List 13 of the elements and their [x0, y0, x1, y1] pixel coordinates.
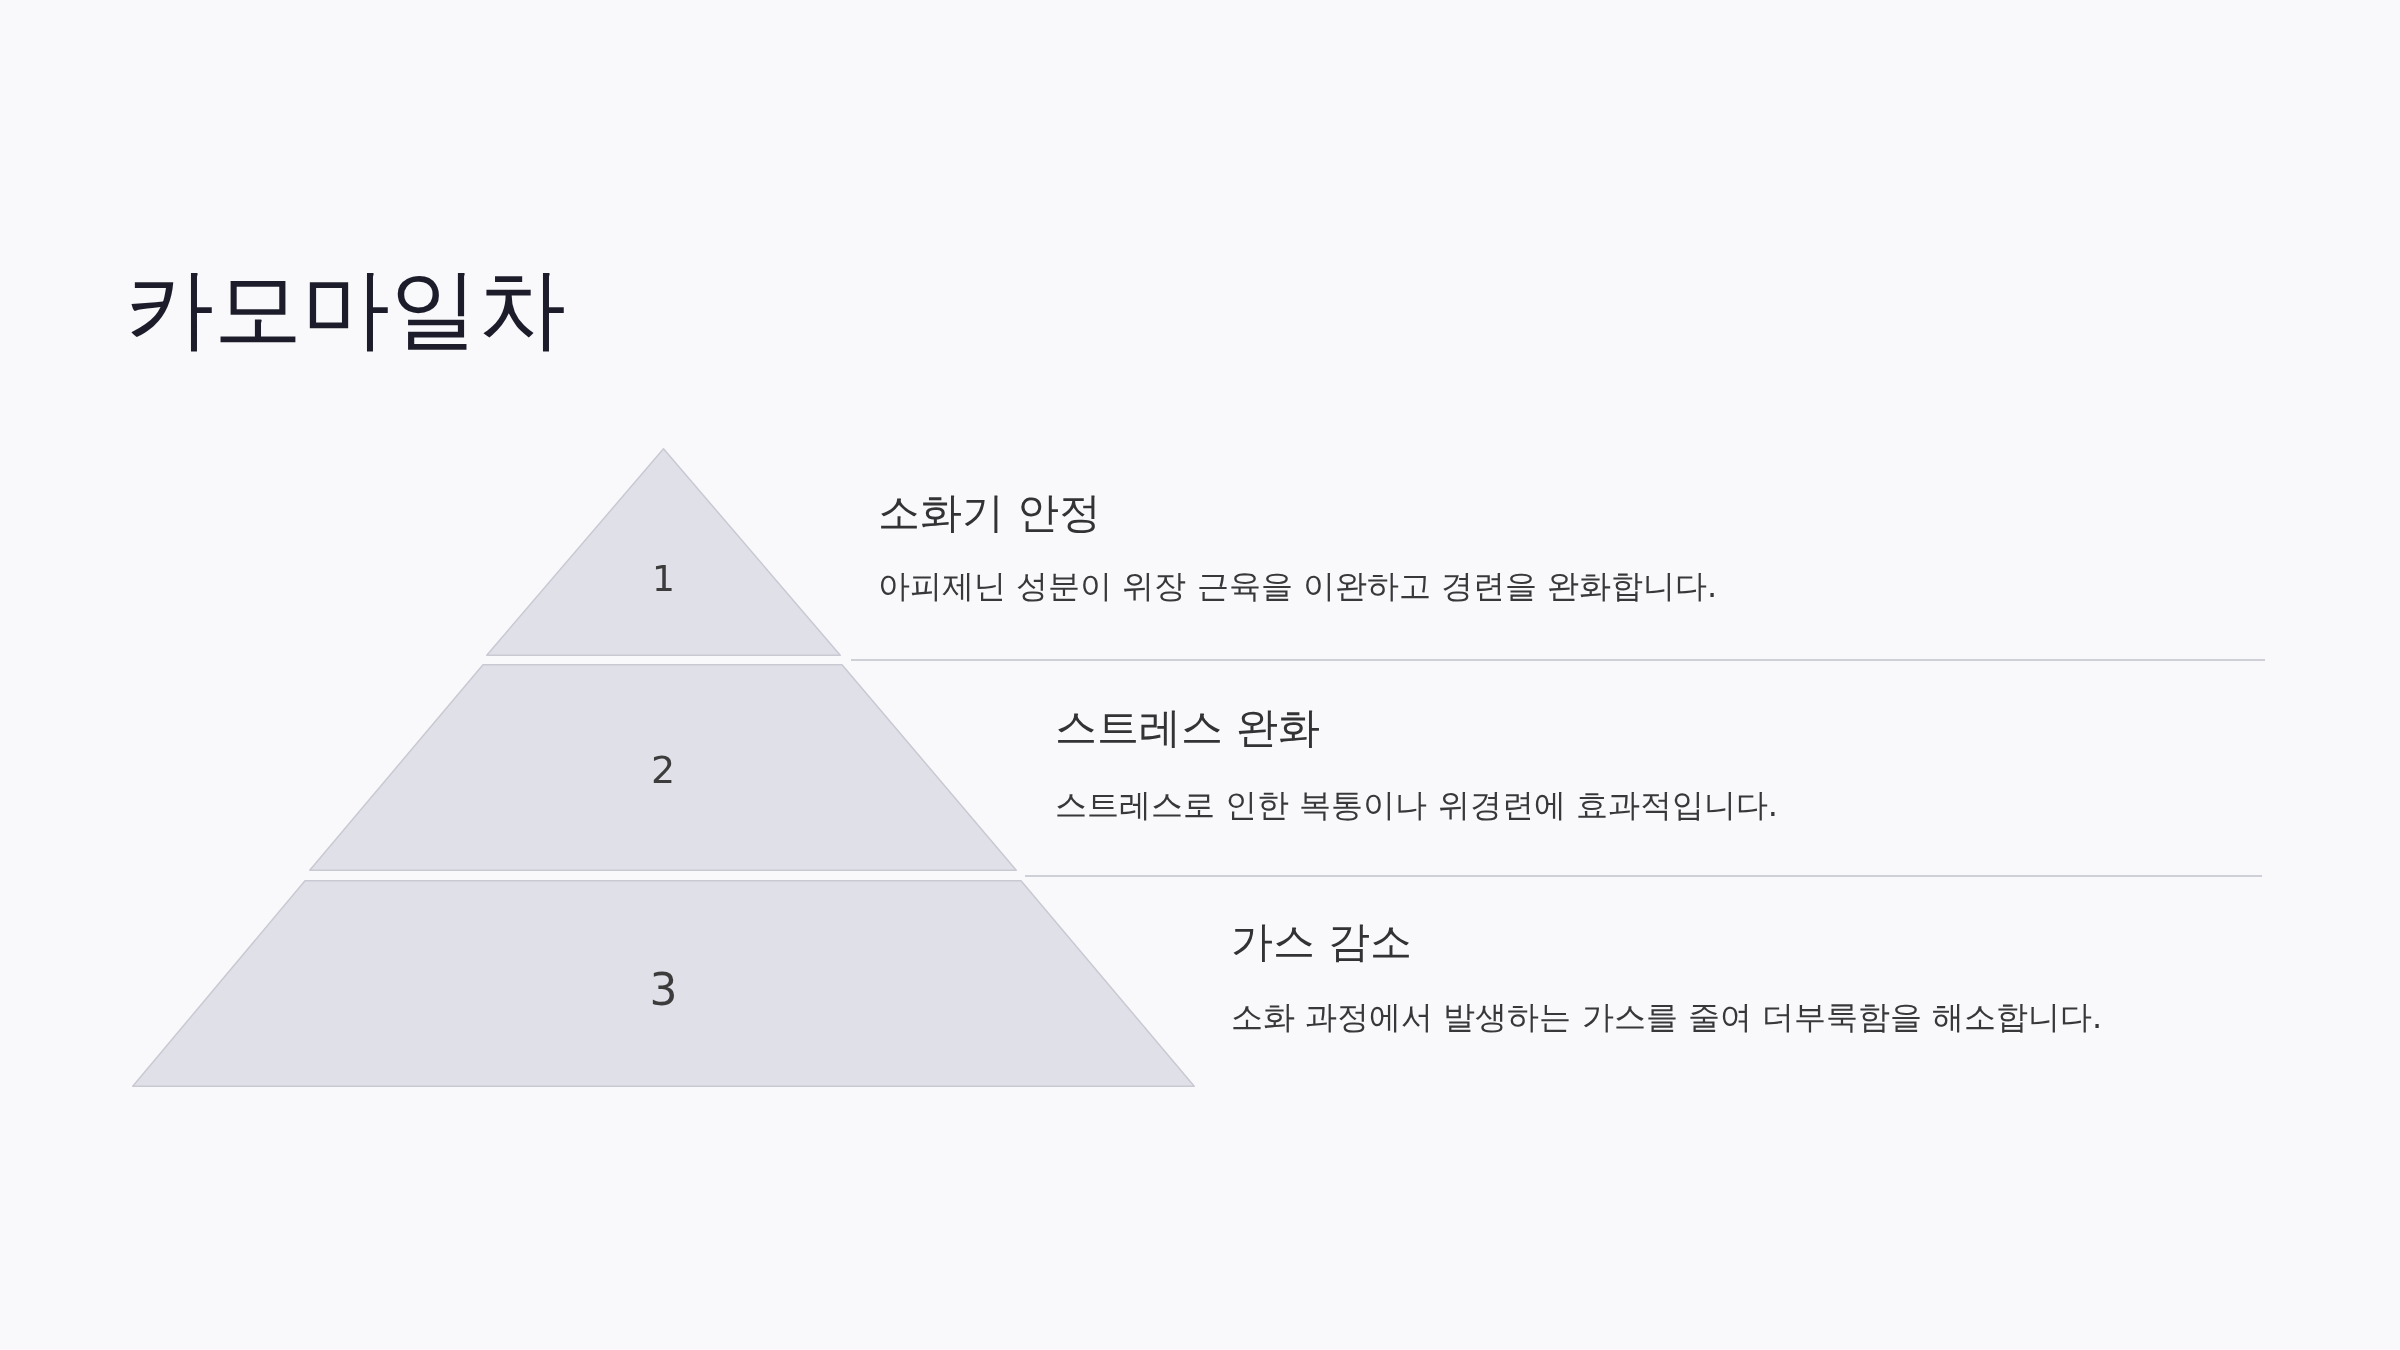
tier-description: 소화 과정에서 발생하는 가스를 줄여 더부룩함을 해소합니다. [1231, 997, 2103, 1037]
tier-heading: 소화기 안정 [878, 488, 1102, 539]
tier-description: 스트레스로 인한 복통이나 위경련에 효과적입니다. [1055, 785, 1778, 825]
tier-heading: 스트레스 완화 [1055, 703, 1321, 754]
pyramid-tier [309, 664, 1017, 871]
tier-description: 아피제닌 성분이 위장 근육을 이완하고 경련을 완화합니다. [878, 566, 1718, 606]
pyramid-tier [486, 448, 841, 656]
tier-heading: 가스 감소 [1231, 917, 1413, 968]
tier-number: 2 [650, 751, 676, 789]
pyramid-tier [132, 880, 1195, 1087]
tier-number: 1 [652, 561, 675, 597]
slide-title: 카모마일차 [126, 256, 566, 362]
tier-number: 3 [649, 968, 678, 1012]
